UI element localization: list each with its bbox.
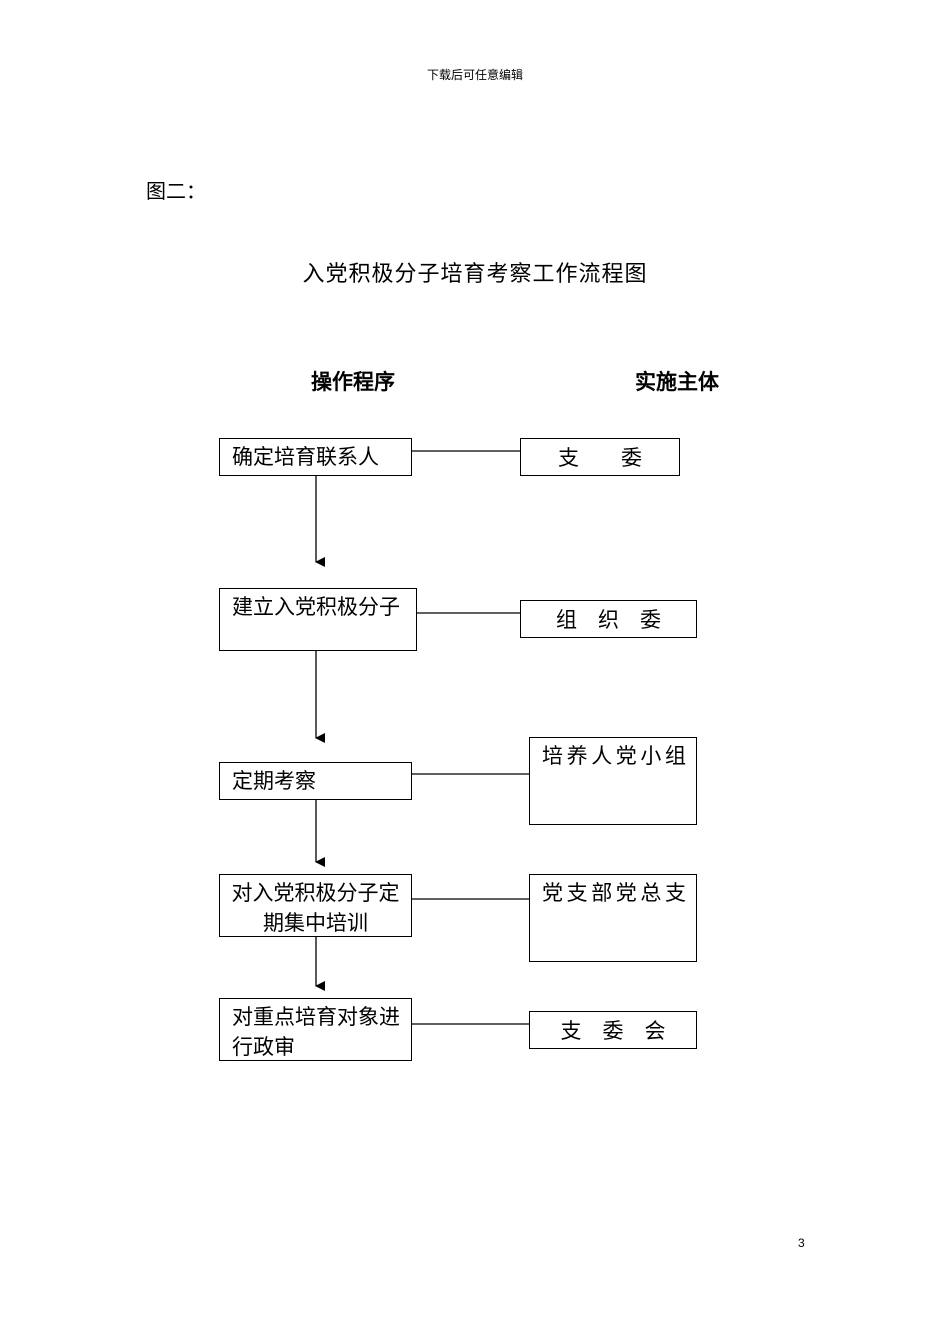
step-label-2: 建立入党积极分子 [232,595,400,619]
figure-label: 图二： [146,179,206,203]
diagram-title: 入党积极分子培育考察工作流程图 [302,262,648,287]
step-label-5: 对重点培育对象进行政审 [232,1005,400,1059]
step-label-4: 对入党积极分子定期集中培训 [231,881,400,935]
step-label-3: 定期考察 [232,769,316,793]
actor-label-5: 支 委 会 [560,1019,666,1043]
actor-box-5: 支 委 会 [529,1011,697,1049]
actor-label-1: 支 委 [558,446,642,470]
header-note: 下载后可任意编辑 [426,68,523,82]
page-number: 3 [798,1236,805,1250]
step-label-1: 确定培育联系人 [232,445,379,469]
step-box-4: 对入党积极分子定期集中培训 [219,874,412,937]
actor-label-4: 党支部党总支 [542,881,686,905]
actor-box-3: 培养人党小组 [529,737,697,825]
column-header-actor: 实施主体 [635,370,719,394]
actor-box-1: 支 委 [520,438,680,476]
actor-box-4: 党支部党总支 [529,874,697,962]
step-box-3: 定期考察 [219,762,412,800]
step-box-1: 确定培育联系人 [219,438,412,476]
actor-label-2: 组 织 委 [556,608,661,632]
step-box-5: 对重点培育对象进行政审 [219,998,412,1061]
actor-label-3: 培养人党小组 [542,744,686,768]
step-box-2: 建立入党积极分子 [219,588,417,651]
actor-box-2: 组 织 委 [520,600,697,638]
column-header-procedure: 操作程序 [311,370,395,394]
